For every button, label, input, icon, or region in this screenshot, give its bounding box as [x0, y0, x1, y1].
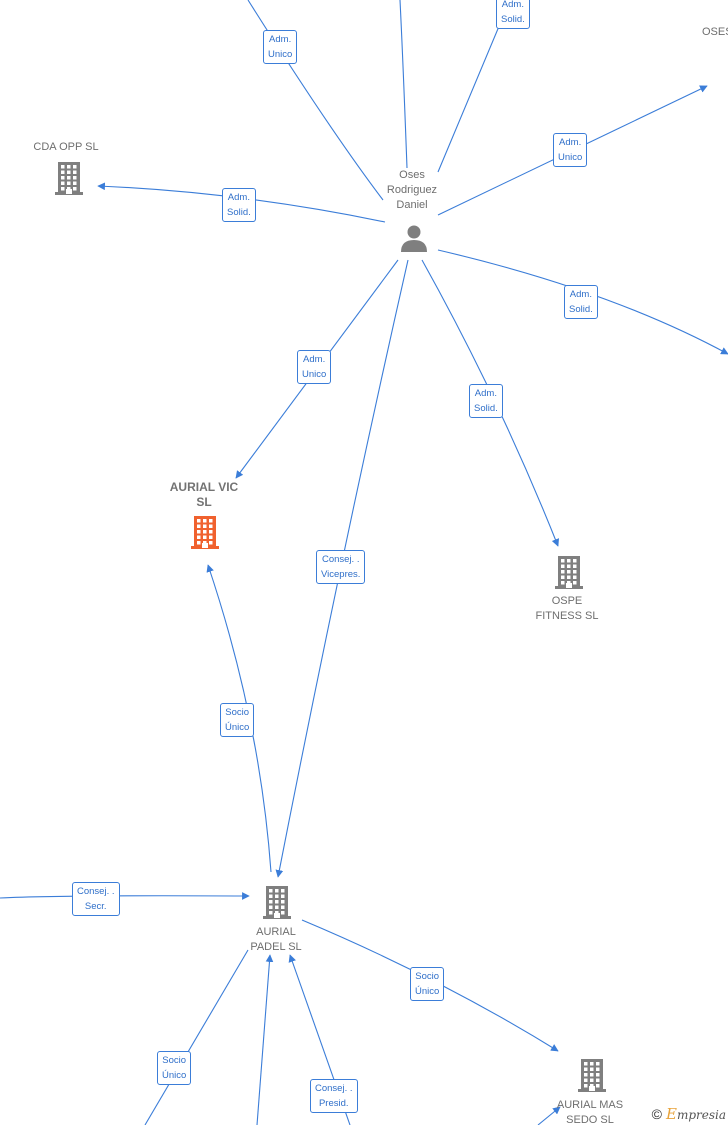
building-icon-highlighted[interactable] — [189, 514, 221, 550]
node-label-cda-opp-sl[interactable]: CDA OPP SL — [33, 141, 99, 153]
edge-label-consej-secr[interactable]: Consej. .Secr. — [72, 882, 120, 916]
copyright-symbol: © — [651, 1106, 662, 1122]
node-label-aurial-mas-sedo-sl[interactable]: AURIAL MAS SEDO SL — [556, 1099, 624, 1126]
edge-label-consej-vicepres[interactable]: Consej. .Vicepres. — [316, 550, 366, 584]
edge-label-adm-unico-right[interactable]: Adm.Unico — [553, 133, 588, 167]
node-label-aurial-padel-sl[interactable]: AURIAL PADEL SL — [250, 926, 302, 953]
edge-oses-to-top-center — [399, 0, 408, 169]
edge-label-adm-solid-right[interactable]: Adm.Solid. — [564, 285, 598, 319]
building-icon[interactable] — [553, 554, 585, 590]
person-icon[interactable] — [398, 222, 430, 254]
node-label-ospe-fitness-sl[interactable]: OSPE FITNESS SL — [535, 595, 599, 622]
edge-label-adm-solid-top[interactable]: Adm.Solid. — [496, 0, 530, 29]
edge-label-adm-unico-vic[interactable]: Adm.Unico — [297, 350, 332, 384]
empresia-footer: ©Empresia — [652, 1105, 726, 1123]
building-icon[interactable] — [53, 160, 85, 196]
edge-bottom-center-to-padel — [256, 954, 274, 1125]
node-label-aurial-vic-sl[interactable]: AURIAL VIC SL — [169, 480, 239, 509]
building-icon[interactable] — [576, 1057, 608, 1093]
edge-label-consej-presid[interactable]: Consej. .Presid. — [310, 1079, 358, 1113]
edge-label-adm-unico-top[interactable]: Adm.Unico — [263, 30, 298, 64]
edge-left-to-padel — [0, 892, 250, 900]
edge-label-adm-solid-cda[interactable]: Adm.Solid. — [222, 188, 256, 222]
node-label-oses-rodriguez-daniel[interactable]: Oses Rodriguez Daniel — [386, 169, 438, 211]
edge-label-adm-solid-ospe[interactable]: Adm.Solid. — [469, 384, 503, 418]
node-label-oses-cut[interactable]: OSES — [702, 26, 728, 38]
building-icon[interactable] — [261, 884, 293, 920]
empresia-logo: Empresia — [665, 1105, 726, 1123]
edge-bottom-left-to-padel — [144, 949, 249, 1125]
edge-bottom-to-aurial-mas — [537, 1106, 561, 1125]
